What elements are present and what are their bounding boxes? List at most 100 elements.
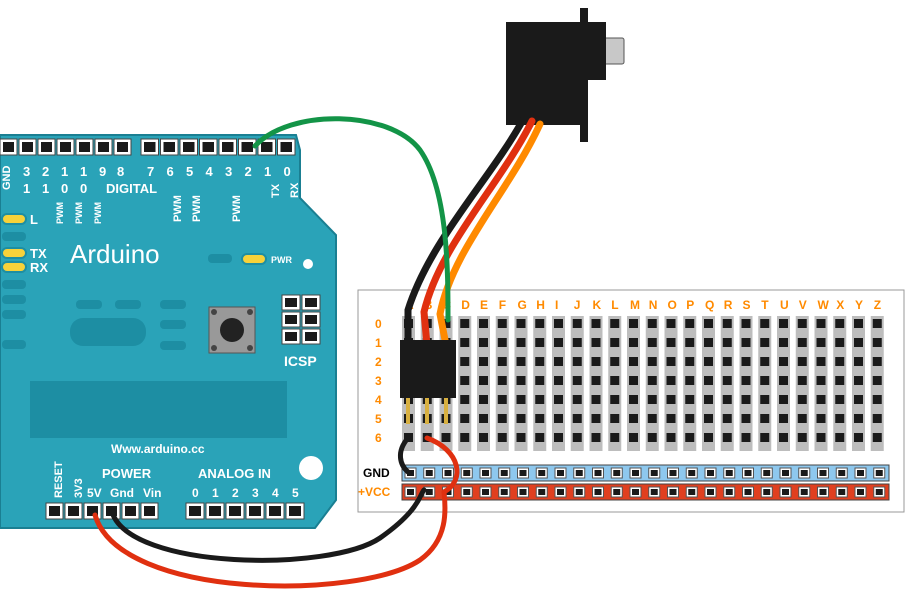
vcc-rail-hole-socket <box>650 489 658 495</box>
pad <box>2 340 26 349</box>
pwm-label-9: PWM <box>93 202 103 224</box>
breadboard-hole <box>666 319 676 328</box>
breadboard-hole <box>741 357 751 366</box>
ground-jumper-black <box>398 435 411 475</box>
power-jumper-red <box>424 435 460 495</box>
breadboard-hole <box>666 395 676 404</box>
breadboard-hole <box>685 319 695 328</box>
breadboard-row-label: 5 <box>375 412 382 426</box>
digital-pin-label: 1 <box>61 164 68 179</box>
breadboard-column-label: E <box>480 298 488 312</box>
breadboard-row-label: 4 <box>375 393 382 407</box>
gnd-rail-hole-socket <box>707 470 714 476</box>
gnd-rail-hole-socket <box>800 470 808 476</box>
power-wire-red <box>92 489 448 589</box>
breadboard-hole <box>591 357 601 366</box>
mounting-hole <box>303 259 313 269</box>
connector-pin <box>444 398 448 424</box>
breadboard-hole <box>760 338 770 347</box>
breadboard-hole <box>685 414 695 423</box>
breadboard-hole <box>760 395 770 404</box>
servo-cable-black <box>404 114 528 349</box>
vcc-rail-hole-socket <box>482 489 489 495</box>
digital-pin-socket <box>3 142 14 152</box>
ground-wire-black <box>109 487 427 563</box>
gnd-rail-hole-socket <box>857 470 864 476</box>
gnd-rail-hole-socket <box>407 470 414 476</box>
analog-pin-socket <box>189 506 201 516</box>
breadboard-hole <box>854 376 863 385</box>
breadboard-hole <box>629 357 638 366</box>
breadboard-hole <box>460 357 470 366</box>
breadboard-hole <box>572 414 582 423</box>
breadboard-grid <box>402 316 884 451</box>
breadboard-hole <box>854 433 863 442</box>
breadboard-hole <box>722 395 732 404</box>
reset-button[interactable] <box>208 306 256 354</box>
digital-header-left <box>0 138 132 156</box>
breadboard-hole <box>835 376 845 385</box>
digital-pin-sublabel: 0 <box>80 181 87 196</box>
breadboard-hole <box>554 338 563 347</box>
signal-wire-green <box>252 116 451 323</box>
vcc-rail-label: +VCC <box>358 485 391 499</box>
breadboard-hole <box>629 395 638 404</box>
gnd-rail-hole-socket <box>519 470 527 476</box>
icsp-pin-socket <box>305 298 317 307</box>
gnd-rail-hole-socket <box>763 470 771 476</box>
pad <box>2 310 26 319</box>
breadboard-hole <box>835 414 845 423</box>
breadboard-hole <box>666 338 676 347</box>
breadboard-hole <box>460 338 470 347</box>
icsp-pin-socket <box>305 332 317 341</box>
breadboard-hole <box>760 376 770 385</box>
power-label: POWER <box>102 466 152 481</box>
gnd-rail-hole-socket <box>744 470 752 476</box>
breadboard-column-label: N <box>649 298 658 312</box>
icsp-pin-socket <box>305 315 317 324</box>
pad <box>208 254 232 263</box>
breadboard-hole <box>835 433 845 442</box>
breadboard-hole <box>854 319 863 328</box>
icsp-pin-socket <box>285 332 297 341</box>
breadboard-hole <box>704 395 713 404</box>
breadboard-hole <box>872 433 882 442</box>
breadboard-hole <box>591 414 601 423</box>
breadboard-hole <box>854 395 863 404</box>
breadboard-hole <box>835 395 845 404</box>
gnd-rail-hole-socket <box>538 470 546 476</box>
microcontroller-chip <box>30 381 287 438</box>
digital-pin-socket <box>202 142 214 152</box>
breadboard-column-label: P <box>686 298 694 312</box>
gnd-rail-hole-socket <box>613 470 621 476</box>
breadboard-hole <box>685 433 695 442</box>
breadboard-hole <box>460 433 470 442</box>
breadboard-row-label: 0 <box>375 317 382 331</box>
analog-label: ANALOG IN <box>198 466 271 481</box>
breadboard-hole <box>479 357 488 366</box>
breadboard-hole <box>872 357 882 366</box>
power-pin-socket <box>49 506 60 516</box>
breadboard-hole <box>722 376 732 385</box>
breadboard-hole <box>554 395 563 404</box>
breadboard-column-label: I <box>555 298 558 312</box>
digital-pin-socket <box>41 142 52 152</box>
breadboard-hole <box>610 414 620 423</box>
digital-pin-label: 0 <box>284 164 291 179</box>
digital-pin-socket <box>183 142 195 152</box>
breadboard-hole <box>854 357 863 366</box>
breadboard-column-label: U <box>780 298 789 312</box>
breadboard-hole <box>554 376 563 385</box>
breadboard-hole <box>704 357 713 366</box>
breadboard-hole <box>610 319 620 328</box>
breadboard-hole <box>779 338 788 347</box>
breadboard-hole <box>722 433 732 442</box>
breadboard-column-label: Q <box>705 298 714 312</box>
breadboard-hole <box>797 433 807 442</box>
breadboard-hole <box>460 319 470 328</box>
analog-pin-socket <box>249 506 261 516</box>
